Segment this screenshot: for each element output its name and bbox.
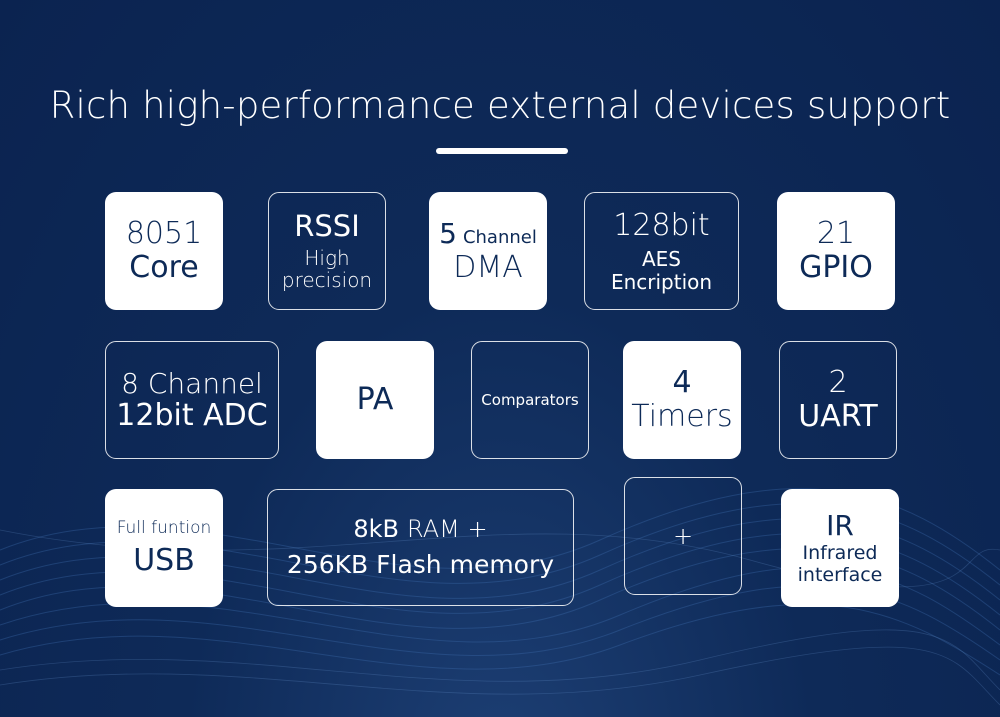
aes-bits: 128bit (613, 207, 710, 243)
page-title: Rich high-performance external devices s… (49, 84, 951, 127)
uart-number: 2 (828, 365, 848, 401)
feature-pa: PA (316, 341, 434, 459)
uart-label: UART (798, 399, 878, 434)
dma-number: 5 (439, 216, 457, 250)
feature-uart: 2 UART (779, 341, 897, 459)
feature-memory: 8kB RAM + 256KB Flash memory (267, 489, 574, 606)
aes-desc: Encription (610, 269, 713, 294)
adc-label: 12bit ADC (116, 397, 268, 433)
usb-label: USB (133, 542, 195, 578)
dma-channel-row: 5 Channel (439, 216, 537, 250)
memory-ram-label: RAM + (407, 515, 488, 544)
title-underline (436, 148, 568, 154)
ir-desc-1: Infrared (802, 542, 878, 565)
feature-comparators: Comparators (471, 341, 589, 459)
feature-gpio: 21 GPIO (777, 192, 895, 310)
comparators-label: Comparators (481, 390, 579, 409)
ir-label: IR (826, 509, 854, 543)
core-number: 8051 (125, 216, 203, 252)
feature-more: + (624, 477, 742, 595)
aes-label: AES (641, 247, 681, 272)
timers-number: 4 (672, 365, 692, 401)
feature-aes: 128bit AES Encription (584, 192, 739, 310)
dma-unit: Channel (462, 226, 537, 248)
usb-desc: Full funtion (116, 517, 212, 538)
gpio-label: GPIO (799, 250, 873, 285)
feature-ir: IR Infrared interface (781, 489, 899, 607)
gpio-number: 21 (816, 216, 856, 252)
rssi-label: RSSI (294, 209, 360, 244)
more-plus: + (672, 521, 694, 550)
memory-ram-row: 8kB RAM + (353, 516, 487, 543)
rssi-desc-1: High (304, 245, 350, 270)
memory-ram-size: 8kB (353, 515, 400, 544)
adc-channels: 8 Channel (121, 366, 263, 400)
feature-dma: 5 Channel DMA (429, 192, 547, 310)
dma-label: DMA (453, 249, 523, 285)
timers-label: Timers (631, 399, 733, 434)
feature-core: 8051 Core (105, 192, 223, 310)
feature-usb: Full funtion USB (105, 489, 223, 607)
feature-timers: 4 Timers (623, 341, 741, 459)
feature-adc: 8 Channel 12bit ADC (105, 341, 279, 459)
ir-desc-2: interface (797, 563, 883, 586)
core-label: Core (129, 250, 199, 285)
memory-flash: 256KB Flash memory (286, 549, 555, 579)
rssi-desc-2: precision (281, 268, 373, 293)
pa-label: PA (356, 382, 394, 418)
feature-rssi: RSSI High precision (268, 192, 386, 310)
